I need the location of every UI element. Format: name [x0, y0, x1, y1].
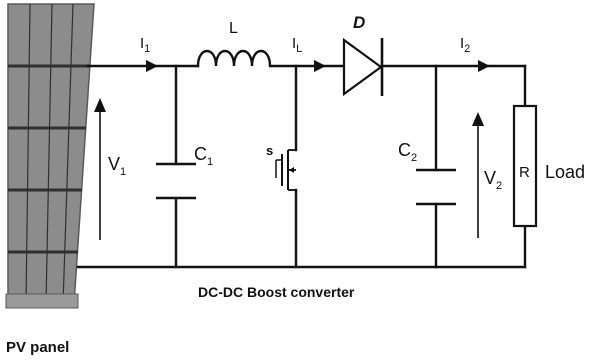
diode-symbol: [342, 37, 384, 97]
current-label-i1: I1: [140, 35, 150, 55]
current-label-i2: I2: [460, 35, 470, 55]
converter-caption: DC-DC Boost converter: [198, 284, 355, 300]
circuit-wiring: [76, 64, 527, 269]
pv-panel-caption: PV panel: [6, 339, 69, 356]
current-arrow-i2: [478, 60, 490, 72]
capacitor-label-c2: C2: [398, 140, 417, 164]
capacitor-c2: [416, 168, 456, 206]
inductor-label: L: [229, 20, 238, 37]
voltage-arrow-v1: [94, 98, 106, 240]
voltage-arrow-v2: [472, 112, 484, 238]
mosfet-switch: [275, 149, 296, 191]
resistor-label: R: [519, 164, 530, 181]
current-arrow-il: [314, 60, 326, 72]
load-label: Load: [545, 162, 585, 182]
voltage-label-v2: V2: [484, 168, 502, 192]
diode-label: D: [353, 13, 365, 32]
load-resistor: [512, 104, 538, 228]
inductor-coil: [196, 49, 272, 68]
current-arrow-i1: [146, 60, 158, 72]
pv-panel: [5, 3, 95, 309]
switch-label: s: [266, 143, 273, 158]
capacitor-label-c1: C1: [194, 144, 213, 168]
voltage-label-v1: V1: [108, 154, 126, 178]
current-label-il: IL: [292, 35, 302, 55]
capacitor-c1: [156, 162, 196, 200]
